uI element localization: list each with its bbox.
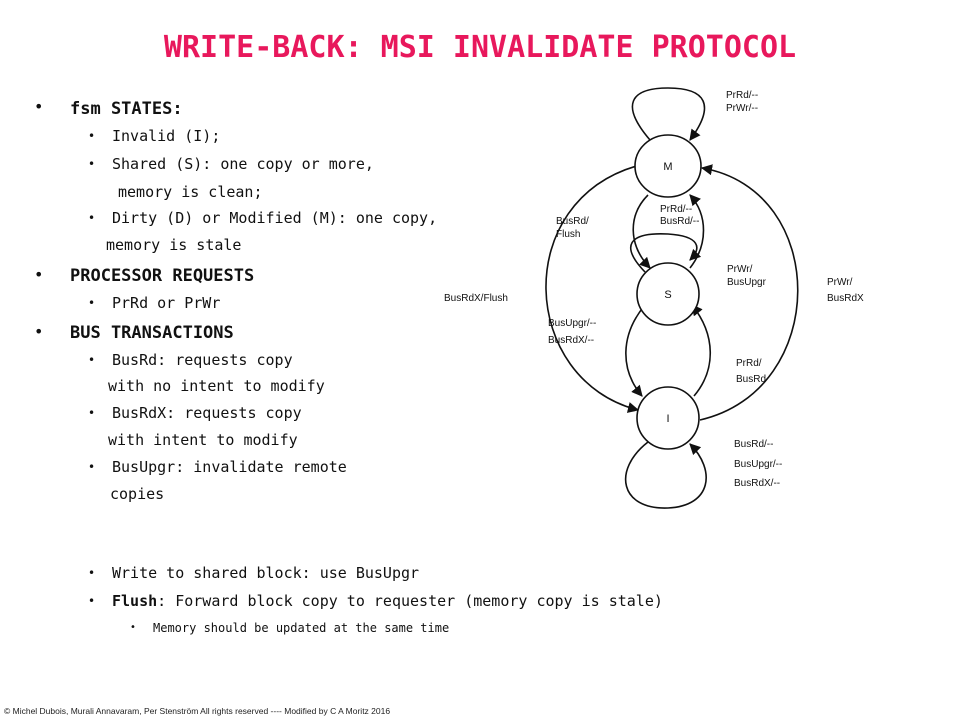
slide-title: WRITE-BACK: MSI INVALIDATE PROTOCOL <box>163 30 797 65</box>
fsm-heading: fsm STATES: <box>70 99 183 119</box>
label-s-i-1: BusUpgr/-- <box>548 318 596 329</box>
bullet: • <box>130 622 136 633</box>
copyright-footer: © Michel Dubois, Murali Annavaram, Per S… <box>4 706 391 716</box>
bus-item-cont: with no intent to modify <box>108 377 325 395</box>
bullet: • <box>88 566 96 580</box>
state-i-node <box>636 386 700 450</box>
edge-i-s <box>691 304 711 397</box>
state-s-node <box>636 262 700 326</box>
fsm-item-cont: memory is stale <box>106 236 242 254</box>
flush-term: Flush <box>112 592 158 610</box>
processor-item: PrRd or PrWr <box>112 294 221 312</box>
note-write-shared: Write to shared block: use BusUpgr <box>112 564 420 582</box>
bullet: • <box>34 322 44 341</box>
edge-m-i-flush <box>545 164 641 413</box>
label-i-m-1: PrWr/ <box>827 277 853 288</box>
label-i-self-2: BusUpgr/-- <box>734 459 782 470</box>
fsm-item: Invalid (I); <box>112 127 221 145</box>
edge-s-i <box>625 304 646 397</box>
bullet: • <box>88 594 96 608</box>
edge-i-m-rdx <box>699 164 799 421</box>
fsm-item: Shared (S): one copy or more, <box>112 155 374 173</box>
bullet: • <box>34 265 44 284</box>
label-m-s-1: PrRd/-- <box>660 204 692 215</box>
fsm-item: Dirty (D) or Modified (M): one copy, <box>112 209 438 227</box>
state-i: I <box>666 413 669 425</box>
bullet: • <box>34 97 44 116</box>
edge-m-s-flush <box>632 194 651 269</box>
label-i-m-2: BusRdX <box>827 293 864 304</box>
label-s-m-upgr-2: BusUpgr <box>727 277 767 288</box>
bullet: • <box>88 353 96 367</box>
state-m: M <box>663 161 672 173</box>
state-m-node <box>634 134 702 198</box>
bullet: • <box>88 406 96 420</box>
bullet: • <box>88 296 96 310</box>
state-s: S <box>664 289 671 301</box>
label-s-m-flush-2: Flush <box>556 229 580 240</box>
label-s-m-upgr-1: PrWr/ <box>727 264 753 275</box>
fsm-item-cont: memory is clean; <box>118 183 263 201</box>
bus-item-cont: copies <box>110 485 165 503</box>
label-m-self-1: PrRd/-- <box>726 90 758 101</box>
edge-i-self <box>624 441 707 509</box>
label-s-m-flush-1: BusRd/ <box>556 216 589 227</box>
label-i-self-3: BusRdX/-- <box>734 478 780 489</box>
bus-item: BusRdX: requests copy <box>112 404 302 422</box>
bus-item: BusRd: requests copy <box>112 351 293 369</box>
label-m-s-2: BusRd/-- <box>660 216 699 227</box>
processor-heading: PROCESSOR REQUESTS <box>70 266 255 286</box>
note-memory-update: Memory should be updated at the same tim… <box>153 621 450 635</box>
bullet: • <box>88 129 96 143</box>
label-s-i-2: BusRdX/-- <box>548 335 594 346</box>
label-i-s-2: BusRd <box>736 374 766 385</box>
bus-item: BusUpgr: invalidate remote <box>112 458 347 476</box>
edge-s-m-upgr <box>689 194 705 269</box>
label-m-i-flush: BusRdX/Flush <box>444 293 508 304</box>
label-i-self-1: BusRd/-- <box>734 439 773 450</box>
bus-heading: BUS TRANSACTIONS <box>70 323 234 343</box>
edge-s-self <box>629 233 702 273</box>
label-i-s-1: PrRd/ <box>736 358 762 369</box>
edge-m-self <box>631 87 706 141</box>
bullet: • <box>88 157 96 171</box>
bullet: • <box>88 211 96 225</box>
note-flush: Flush: Forward block copy to requester (… <box>112 592 663 610</box>
flush-desc: : Forward block copy to requester (memor… <box>157 592 663 610</box>
label-m-self-2: PrWr/-- <box>726 103 758 114</box>
bullet: • <box>88 460 96 474</box>
bus-item-cont: with intent to modify <box>108 431 298 449</box>
